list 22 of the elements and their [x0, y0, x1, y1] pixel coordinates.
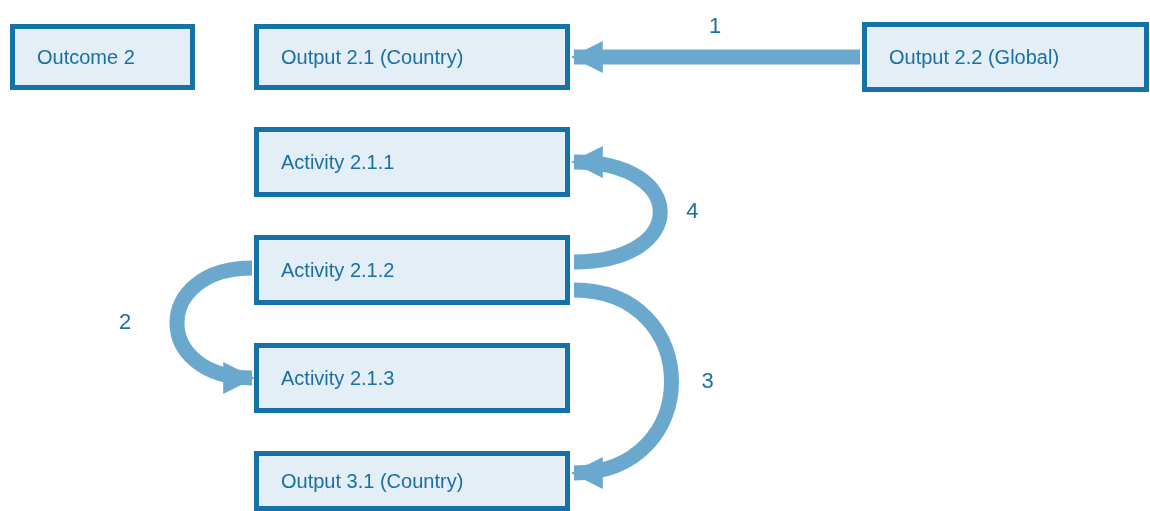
- curved-arrow: [570, 148, 668, 270]
- process-box: [862, 22, 1149, 92]
- box-label: Outcome 2: [37, 45, 135, 69]
- process-box: [254, 343, 570, 413]
- curved-arrow: [570, 41, 860, 73]
- process-box: [10, 24, 195, 90]
- box-label: Activity 2.1.3: [281, 366, 395, 390]
- box-label: Output 2.2 (Global): [889, 45, 1060, 69]
- box-label: Output 3.1 (Country): [281, 469, 464, 493]
- box-label: Activity 2.1.2: [281, 258, 395, 282]
- edge-label: 2: [119, 311, 132, 333]
- edge-label: 4: [686, 200, 699, 222]
- process-box: [254, 24, 570, 90]
- process-box: [254, 451, 570, 511]
- edge-label: 3: [701, 369, 714, 392]
- process-box: [254, 127, 570, 197]
- edge-label: 1: [709, 15, 722, 37]
- curved-arrow: [169, 260, 256, 392]
- process-box: [254, 235, 570, 305]
- curved-arrow: [570, 282, 679, 486]
- box-label: Activity 2.1.1: [281, 150, 395, 174]
- box-label: Output 2.1 (Country): [281, 45, 464, 69]
